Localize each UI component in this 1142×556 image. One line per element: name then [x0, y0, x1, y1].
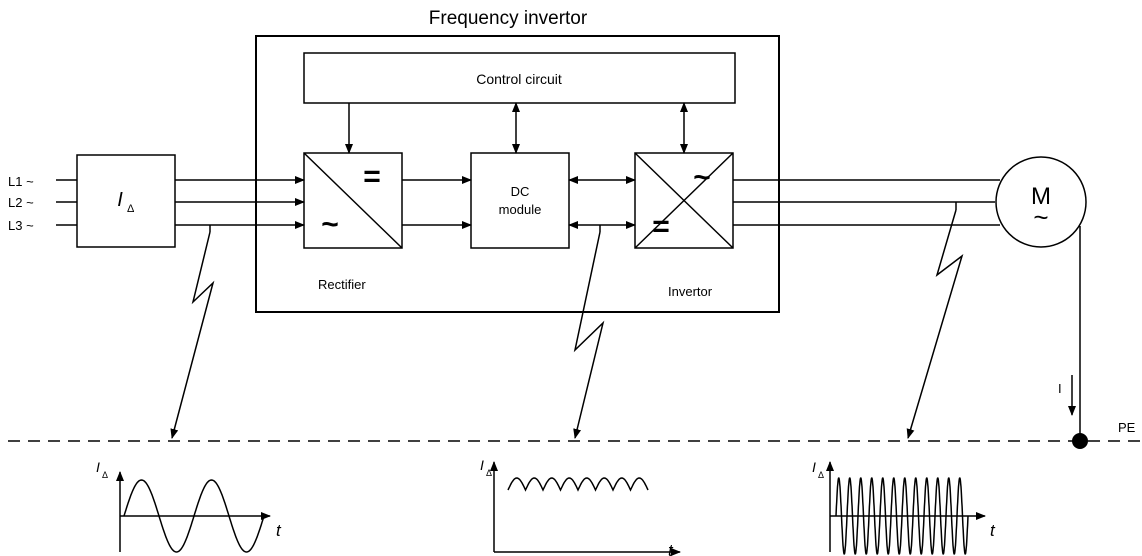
diagram-title: Frequency invertor	[429, 8, 588, 29]
rectifier-dc-symbol: =	[363, 160, 381, 193]
rectifier-diagonal	[303, 152, 403, 249]
motor-circle	[995, 156, 1087, 248]
graph3-waveform	[835, 477, 969, 555]
rectifier-box	[303, 152, 403, 249]
pe-junction-dot	[1072, 433, 1088, 449]
graph1-waveform	[123, 479, 265, 553]
graph-output-hf: I Δ t	[812, 459, 996, 555]
graph2-y-label: I	[480, 457, 484, 473]
input-lines: L1 ~ L2 ~ L3 ~	[8, 174, 77, 233]
filter-symbol: I	[117, 189, 123, 211]
dc-module-box	[470, 152, 570, 249]
graph2-x-label: t	[668, 541, 674, 556]
graph-dc-ripple: I Δ t	[480, 457, 681, 556]
graph1-x-label: t	[276, 521, 282, 540]
filter-subscript: Δ	[127, 203, 135, 215]
graph3-x-label: t	[990, 521, 996, 540]
filter-box	[76, 154, 176, 248]
invertor-ac-symbol: ~	[693, 161, 711, 194]
leakage-arrow-dc	[573, 225, 605, 439]
invertor-dc-symbol: =	[652, 210, 670, 243]
invertor-label: Invertor	[668, 284, 713, 299]
input-label-l2: L2 ~	[8, 195, 34, 210]
input-label-l1: L1 ~	[8, 174, 34, 189]
pe-label: PE	[1118, 420, 1136, 435]
output-lines	[733, 179, 1000, 226]
leakage-current-label: I	[1058, 381, 1062, 396]
control-circuit-label: Control circuit	[476, 71, 562, 87]
dc-module-label-line1: DC	[511, 184, 530, 199]
input-label-l3: L3 ~	[8, 218, 34, 233]
invertor-diagonal-2	[634, 152, 734, 249]
leakage-arrow-input	[170, 225, 215, 439]
rectifier-ac-symbol: ~	[321, 208, 339, 241]
motor-letter: M	[1031, 183, 1051, 210]
graph2-waveform	[507, 477, 649, 492]
graph3-y-label: I	[812, 459, 816, 475]
motor-tilde: ~	[1033, 202, 1048, 232]
graph1-y-subscript: Δ	[102, 470, 108, 480]
leakage-arrow-output	[906, 202, 964, 439]
dc-module-label-line2: module	[499, 202, 542, 217]
graph3-y-subscript: Δ	[818, 470, 824, 480]
graph2-y-subscript: Δ	[486, 468, 492, 478]
filter-to-rectifier-lines	[175, 176, 305, 229]
rectifier-label: Rectifier	[318, 277, 366, 292]
graph-input-sine: I Δ t	[96, 459, 282, 553]
graph1-y-label: I	[96, 459, 100, 475]
frequency-invertor-box	[255, 35, 780, 313]
